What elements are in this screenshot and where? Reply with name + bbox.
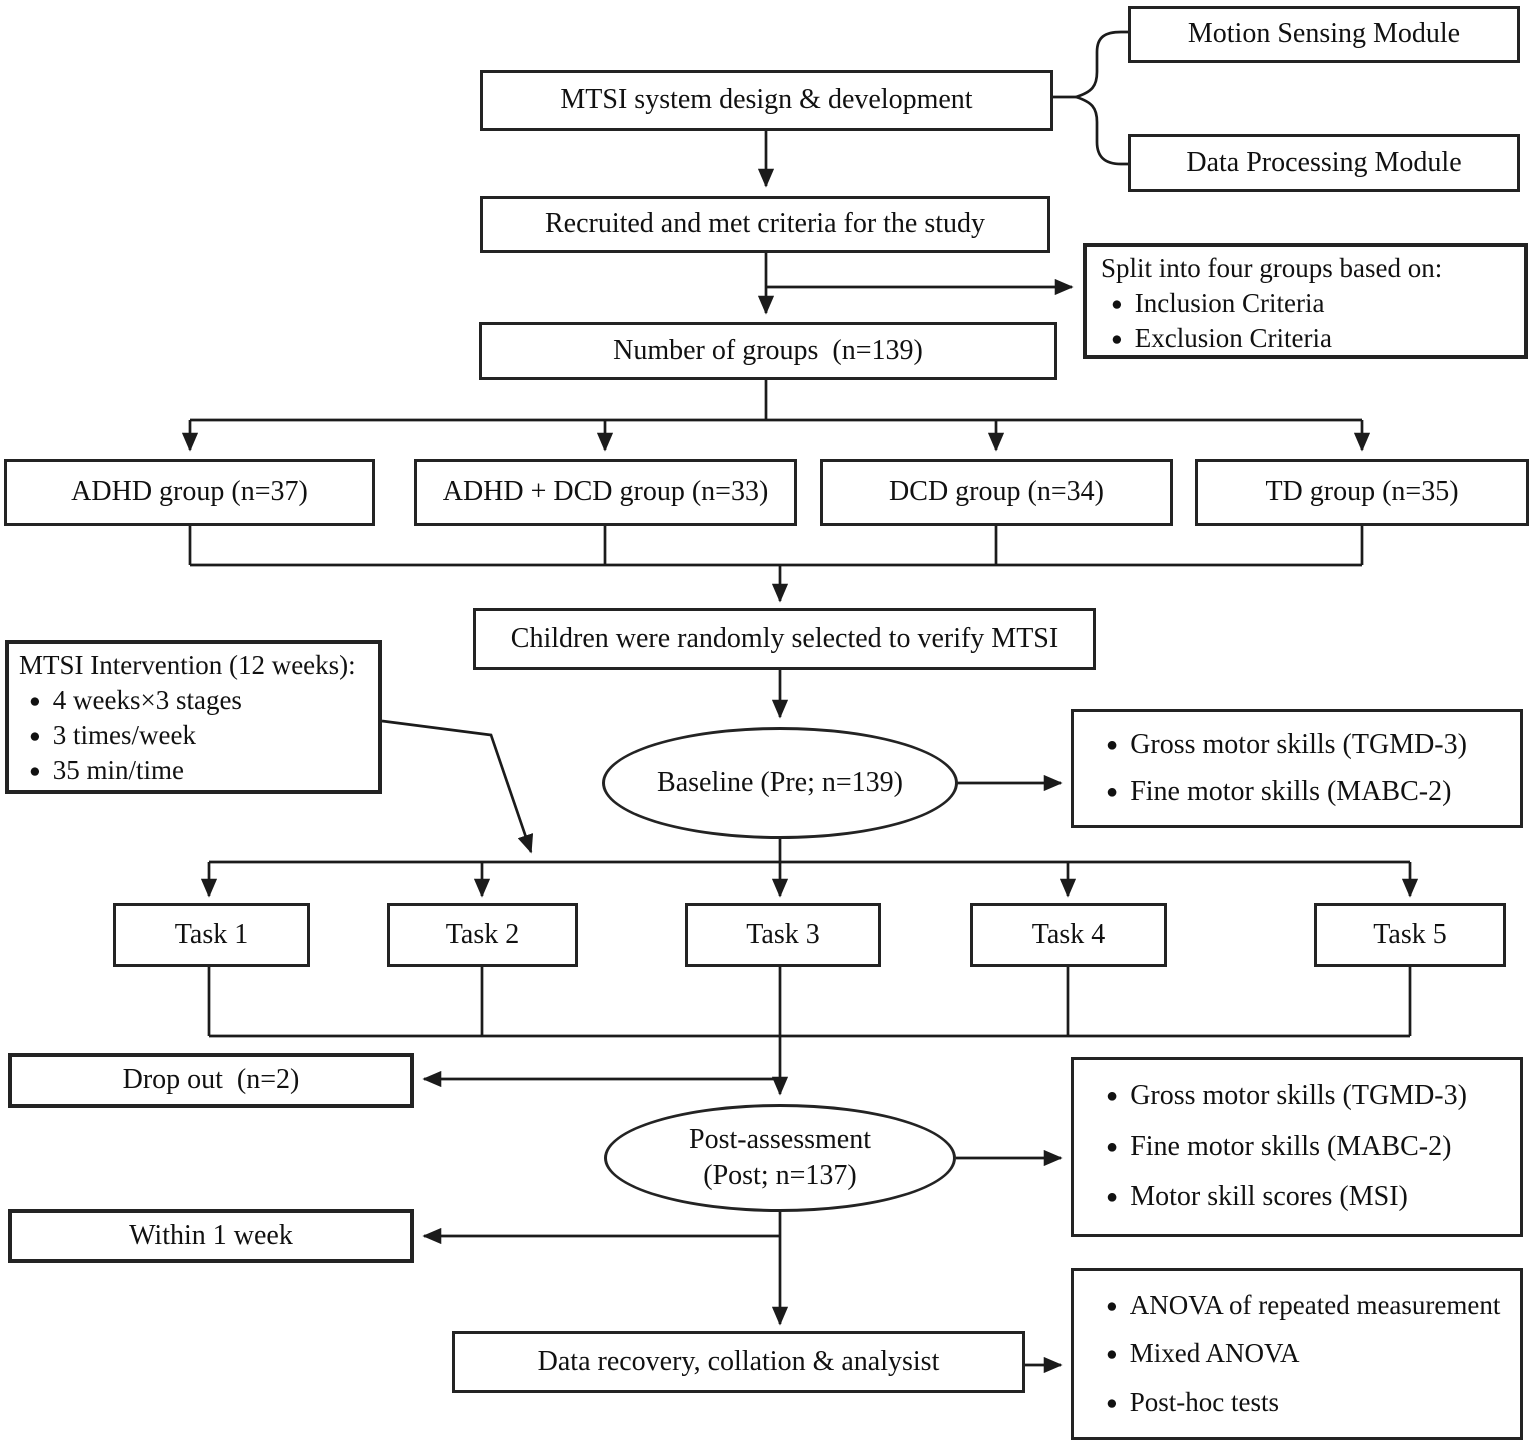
node-baseline-measures: ● Gross motor skills (TGMD-3) ● Fine mot… (1071, 709, 1523, 828)
node-label: (Post; n=137) (703, 1160, 857, 1191)
node-label: Number of groups (n=139) (613, 334, 923, 366)
node-label: Data recovery, collation & analysist (537, 1345, 940, 1377)
node-label: Task 1 (174, 918, 249, 950)
split-title: Split into four groups based on: (1101, 253, 1443, 283)
node-group-adhd-dcd: ADHD + DCD group (n=33) (414, 459, 797, 526)
baseline-measure: Fine motor skills (MABC-2) (1130, 775, 1452, 807)
list-item: ● 4 weeks×3 stages (19, 683, 368, 718)
list-item: ● Mixed ANOVA (1096, 1336, 1510, 1371)
node-split-criteria: Split into four groups based on: ● Inclu… (1083, 243, 1528, 359)
node-label: Task 2 (445, 918, 520, 950)
list-item: ● Fine motor skills (MABC-2) (1096, 774, 1510, 810)
node-label: Post-assessment (689, 1123, 871, 1155)
node-label: Motion Sensing Module (1187, 18, 1461, 50)
node-task-1: Task 1 (113, 903, 310, 967)
node-label: ADHD + DCD group (n=33) (442, 476, 769, 508)
list-item: ● Post-hoc tests (1096, 1385, 1510, 1420)
intervention-bullet: 35 min/time (52, 755, 184, 786)
node-task-2: Task 2 (387, 903, 578, 967)
node-task-4: Task 4 (970, 903, 1167, 967)
post-measure: Fine motor skills (MABC-2) (1130, 1130, 1452, 1162)
node-mtsi-system: MTSI system design & development (480, 70, 1053, 131)
list-item: ● Gross motor skills (TGMD-3) (1096, 727, 1510, 763)
node-analysis-methods: ● ANOVA of repeated measurement ● Mixed … (1071, 1268, 1523, 1440)
bullet-icon: ● (1111, 294, 1123, 316)
bullet-icon: ● (1106, 1296, 1118, 1318)
split-bullet: Exclusion Criteria (1134, 323, 1332, 354)
node-data-recovery: Data recovery, collation & analysist (452, 1331, 1025, 1393)
node-recruited: Recruited and met criteria for the study (480, 196, 1050, 253)
bullet-icon: ● (29, 761, 41, 783)
list-item: ● 35 min/time (19, 753, 368, 788)
node-label: Children were randomly selected to verif… (510, 622, 1059, 654)
node-children-selected: Children were randomly selected to verif… (473, 608, 1096, 670)
node-label: DCD group (n=34) (889, 476, 1104, 508)
analysis-bullet: Mixed ANOVA (1129, 1338, 1300, 1369)
bullet-icon: ● (29, 726, 41, 748)
intervention-bullet: 3 times/week (52, 720, 196, 751)
node-label: Task 3 (746, 918, 820, 950)
split-bullet: Inclusion Criteria (1134, 288, 1325, 319)
bullet-icon: ● (1106, 733, 1119, 756)
node-motion-sensing-module: Motion Sensing Module (1128, 6, 1520, 63)
node-data-processing-module: Data Processing Module (1128, 134, 1520, 192)
node-number-of-groups: Number of groups (n=139) (479, 322, 1057, 380)
node-label: ADHD group (n=37) (71, 476, 308, 508)
node-label: Baseline (Pre; n=139) (657, 766, 903, 798)
node-post-measures: ● Gross motor skills (TGMD-3) ● Fine mot… (1071, 1057, 1523, 1237)
bullet-icon: ● (29, 691, 41, 713)
intervention-title: MTSI Intervention (12 weeks): (19, 650, 356, 680)
node-drop-out: Drop out (n=2) (8, 1053, 414, 1108)
bullet-icon: ● (1106, 1085, 1119, 1108)
node-baseline-ellipse: Baseline (Pre; n=139) (602, 727, 958, 839)
node-task-3: Task 3 (685, 903, 881, 967)
intervention-bullet: 4 weeks×3 stages (52, 685, 242, 716)
bullet-icon: ● (1106, 780, 1119, 803)
node-label: MTSI system design & development (560, 84, 973, 116)
list-item: ● Exclusion Criteria (1101, 321, 1514, 356)
node-group-adhd: ADHD group (n=37) (4, 459, 375, 526)
list-item: ● Fine motor skills (MABC-2) (1096, 1129, 1510, 1165)
post-measure: Motor skill scores (MSI) (1130, 1181, 1408, 1213)
node-label: Data Processing Module (1186, 146, 1462, 178)
list-item: ● Inclusion Criteria (1101, 286, 1514, 321)
bullet-icon: ● (1111, 329, 1123, 351)
bullet-icon: ● (1106, 1135, 1119, 1158)
bullet-icon: ● (1106, 1344, 1118, 1366)
node-label: Recruited and met criteria for the study (544, 208, 986, 240)
analysis-bullet: ANOVA of repeated measurement (1129, 1290, 1501, 1321)
list-item: ● ANOVA of repeated measurement (1096, 1288, 1510, 1323)
node-post-assessment-ellipse: Post-assessment (Post; n=137) (604, 1104, 956, 1212)
analysis-bullet: Post-hoc tests (1129, 1386, 1280, 1417)
node-task-5: Task 5 (1314, 903, 1506, 967)
list-item: ● Gross motor skills (TGMD-3) (1096, 1078, 1510, 1114)
node-group-dcd: DCD group (n=34) (820, 459, 1173, 526)
node-label: Task 5 (1373, 918, 1447, 950)
bullet-icon: ● (1106, 1392, 1118, 1414)
node-mtsi-intervention: MTSI Intervention (12 weeks): ● 4 weeks×… (5, 640, 382, 794)
node-label: Within 1 week (129, 1219, 293, 1251)
list-item: ● Motor skill scores (MSI) (1096, 1179, 1510, 1215)
node-label: Task 4 (1031, 918, 1106, 950)
node-label: Drop out (n=2) (122, 1064, 300, 1096)
list-item: ● 3 times/week (19, 718, 368, 753)
node-label: TD group (n=35) (1265, 476, 1459, 508)
bullet-icon: ● (1106, 1186, 1119, 1209)
node-group-td: TD group (n=35) (1195, 459, 1529, 526)
baseline-measure: Gross motor skills (TGMD-3) (1130, 728, 1467, 760)
node-within-1-week: Within 1 week (8, 1209, 414, 1263)
post-measure: Gross motor skills (TGMD-3) (1130, 1080, 1467, 1112)
